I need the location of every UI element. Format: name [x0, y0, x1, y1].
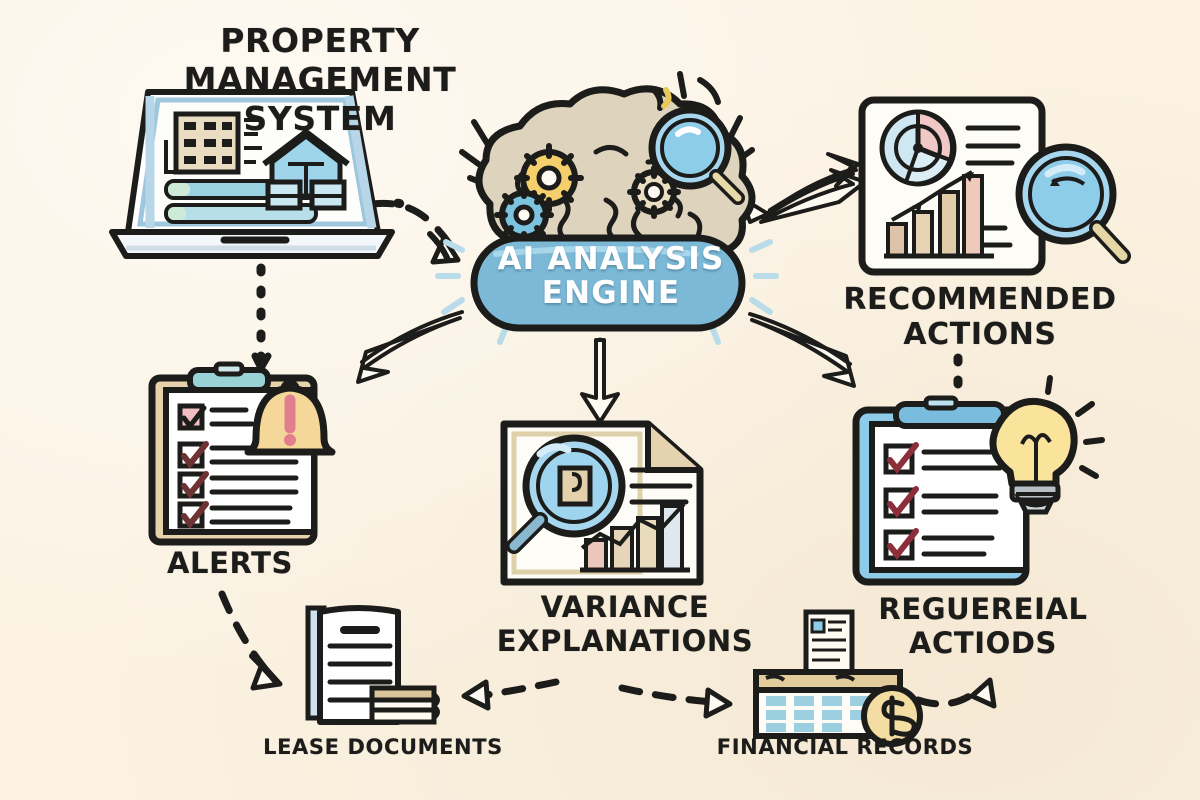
clipboard-lightbulb-icon: [852, 375, 1105, 586]
gear-small-icon: [627, 165, 681, 219]
connector-engine-to-variance: [580, 337, 620, 424]
connector-engine-to-recurring: [748, 312, 856, 388]
connector-variance-to-financial: [618, 684, 733, 719]
node-label-ai-analysis-engine: AI ANALYSIS ENGINE: [497, 241, 725, 312]
documents-stack-icon: [305, 605, 440, 725]
document-magnifier-icon: [500, 420, 704, 586]
magnifier-brain-icon: [648, 106, 745, 205]
magnifier-variance-icon: [506, 434, 626, 554]
node-label-variance-explanations: VARIANCE EXPLANATIONS: [496, 590, 754, 659]
lightbulb-icon: [989, 375, 1105, 515]
gear-blue-icon: [494, 185, 554, 245]
alert-bell-icon: [244, 379, 336, 456]
connector-engine-to-alerts: [356, 310, 464, 384]
clipboard-bell-icon: [148, 361, 336, 546]
node-label-financial-records: FINANCIAL RECORDS: [716, 735, 974, 759]
node-label-recommended-actions: RECOMMENDED ACTIONS: [843, 282, 1117, 353]
ai-engine-icon: [435, 71, 779, 345]
node-label-property-management-system: PROPERTY MANAGEMENT SYSTEM: [183, 21, 457, 138]
report-chart-icon: [858, 96, 1131, 276]
laptop-icon: [109, 89, 395, 259]
node-label-recurring-actions: REGUEREIAL ACTIODS: [878, 592, 1088, 661]
ledger-coin-icon: [753, 609, 923, 747]
connector-financial-to-recurring: [914, 677, 997, 709]
node-label-lease-documents: LEASE DOCUMENTS: [263, 735, 503, 759]
magnifier-report-icon: [1015, 143, 1131, 264]
connector-lease-to-variance: [461, 678, 560, 711]
node-label-alerts: ALERTS: [166, 546, 294, 580]
connector-alerts-to-lease: [218, 590, 283, 691]
